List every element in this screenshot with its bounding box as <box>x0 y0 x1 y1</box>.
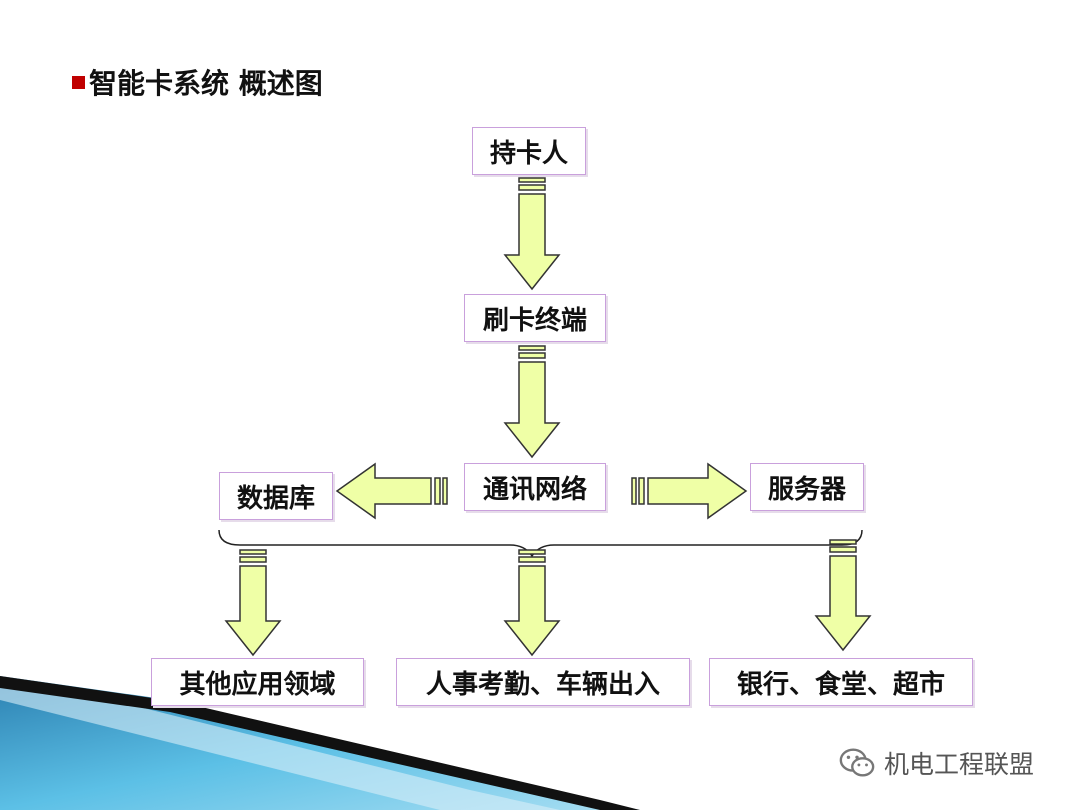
node-server-label: 服务器 <box>767 474 846 505</box>
node-server: 服务器 <box>750 463 864 511</box>
node-hr-vehicle-access-label: 人事考勤、车辆出入 <box>425 669 660 700</box>
node-hr-vehicle-access: 人事考勤、车辆出入 <box>396 658 690 706</box>
arrow-to-bank-canteen-supermarket-stripe-2 <box>829 546 857 553</box>
bullet-square-icon <box>72 75 85 89</box>
arrow-to-bank-canteen-supermarket <box>814 555 872 652</box>
arrow-terminal-to-network <box>503 361 561 459</box>
arrow-network-to-server-stripe-1 <box>631 477 637 505</box>
node-cardholder-label: 持卡人 <box>489 138 568 169</box>
arrow-terminal-to-network-stripe-2 <box>518 352 546 359</box>
watermark: 机电工程联盟 <box>838 744 1034 782</box>
arrow-cardholder-to-terminal-stripe-2 <box>518 184 546 191</box>
arrow-network-to-server-stripe-2 <box>638 477 645 505</box>
arrow-network-to-database-stripe-2 <box>434 477 441 505</box>
node-cardholder: 持卡人 <box>472 127 586 175</box>
node-communication-network-label: 通讯网络 <box>482 474 587 505</box>
page-title-text: 智能卡系统 概述图 <box>89 67 323 100</box>
node-other-applications-label: 其他应用领域 <box>179 669 336 700</box>
node-communication-network: 通讯网络 <box>464 463 606 511</box>
arrow-to-other-applications-stripe-2 <box>239 556 267 563</box>
node-bank-canteen-supermarket-label: 银行、食堂、超市 <box>736 669 945 700</box>
arrow-network-to-database <box>335 462 432 520</box>
arrow-to-hr-vehicle-access-stripe-1 <box>518 549 546 555</box>
node-database-label: 数据库 <box>236 483 315 514</box>
node-database: 数据库 <box>219 472 333 520</box>
node-other-applications: 其他应用领域 <box>151 658 364 706</box>
page-title: 智能卡系统 概述图 <box>72 62 323 102</box>
node-card-terminal-label: 刷卡终端 <box>482 305 587 336</box>
arrow-to-hr-vehicle-access <box>503 565 561 657</box>
arrow-to-other-applications-stripe-1 <box>239 549 267 555</box>
node-card-terminal: 刷卡终端 <box>464 294 606 342</box>
arrow-to-bank-canteen-supermarket-stripe-1 <box>829 539 857 545</box>
node-bank-canteen-supermarket: 银行、食堂、超市 <box>709 658 973 706</box>
wechat-icon <box>839 748 875 777</box>
watermark-text: 机电工程联盟 <box>884 750 1035 779</box>
arrow-to-hr-vehicle-access-stripe-2 <box>518 556 546 563</box>
arrow-network-to-database-stripe-1 <box>442 477 448 505</box>
arrow-to-other-applications <box>224 565 282 657</box>
arrow-cardholder-to-terminal <box>503 193 561 291</box>
arrow-terminal-to-network-stripe-1 <box>518 345 546 351</box>
arrow-network-to-server <box>647 462 748 520</box>
arrow-cardholder-to-terminal-stripe-1 <box>518 177 546 183</box>
